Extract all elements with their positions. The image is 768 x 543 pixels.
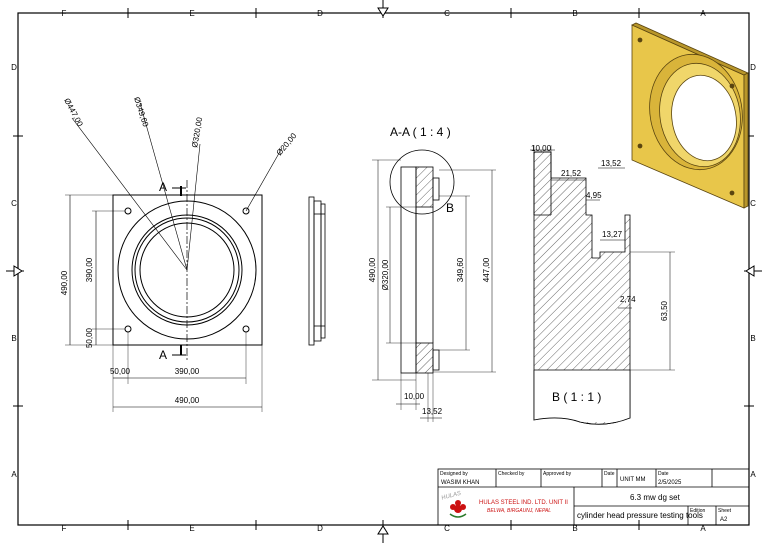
tb-sheet-label: Sheet [718, 508, 732, 514]
zone-left-4: A [11, 470, 17, 479]
dim-d349: Ø349,60 [132, 96, 150, 128]
flange-plate [112, 194, 263, 346]
zone-right-3: B [750, 334, 755, 343]
dim-outer: 447,00 [482, 257, 491, 282]
side-view [308, 196, 326, 346]
bolt-hole [124, 325, 132, 333]
front-view [65, 102, 283, 412]
tb-sheet-value: A2 [720, 517, 728, 523]
zone-right-1: D [750, 63, 756, 72]
tb-checked-label: Checked by [498, 471, 525, 477]
tb-edition-label: Edition [690, 508, 706, 514]
logo-text: HULAS [441, 491, 462, 502]
dim-width-inner: 390,00 [175, 367, 200, 376]
section-view [372, 149, 496, 422]
tb-approved-label: Approved by [543, 471, 572, 477]
title-block-text: Designed by WASIM KHAN Checked by Approv… [440, 471, 732, 523]
dim-total-height: 490,00 [368, 257, 377, 282]
zone-top-1: F [62, 9, 67, 18]
zone-left-1: D [11, 63, 17, 72]
zone-right-4: A [750, 470, 756, 479]
tb-unit: UNIT MM [620, 477, 646, 483]
zone-bottom-3: D [317, 524, 323, 533]
detail-dim-4: 4,95 [586, 191, 602, 200]
dim-lip: 13,52 [422, 407, 443, 416]
zone-bottom-5: B [572, 524, 577, 533]
tb-project: 6.3 mw dg set [630, 493, 681, 502]
dim-height-outer: 490,00 [60, 270, 69, 295]
bolt-hole [242, 207, 250, 215]
section-label-bottom: A [159, 348, 167, 362]
title-block [437, 468, 750, 526]
zone-left-3: B [11, 334, 16, 343]
zone-left-2: C [11, 199, 17, 208]
zone-ticks [13, 8, 754, 530]
center-marks [6, 0, 762, 543]
dim-inner: 349,60 [456, 257, 465, 282]
dim-height-inner: 390,00 [85, 257, 94, 282]
detail-dim-2: 21,52 [561, 169, 582, 178]
bolt-hole [242, 325, 250, 333]
tb-date-value: 2/5/2025 [658, 480, 682, 486]
dim-bore: Ø320,00 [381, 259, 390, 290]
tb-date-label: Date [604, 471, 615, 477]
dim-width-outer: 490,00 [175, 396, 200, 405]
detail-title: B ( 1 : 1 ) [552, 390, 601, 404]
zone-top-3: D [317, 9, 323, 18]
dim-d447: Ø447,00 [62, 97, 85, 129]
tb-designed-value: WASIM KHAN [441, 480, 479, 486]
zone-bottom-1: F [62, 524, 67, 533]
dim-offset-bottom: 50,00 [85, 327, 94, 348]
tb-company-line2: BELWA, BIRGAUNJ, NEPAL [487, 508, 551, 514]
section-label-top: A [159, 180, 167, 194]
detail-callout: B [446, 201, 454, 215]
bolt-hole [124, 207, 132, 215]
detail-dim-7: 63,50 [660, 300, 669, 321]
isometric-view [631, 22, 749, 209]
detail-view [530, 145, 675, 425]
zone-bottom-6: A [700, 524, 706, 533]
company-logo: HULAS [441, 491, 467, 518]
zone-top-4: C [444, 9, 450, 18]
dim-d20: Ø20,00 [275, 131, 299, 157]
dim-flange: 10,00 [404, 392, 425, 401]
section-title: A-A ( 1 : 4 ) [390, 125, 451, 139]
dim-offset-left: 50,00 [110, 367, 131, 376]
detail-dim-5: 13,27 [602, 230, 623, 239]
tb-drawing-title: cylinder head pressure testing tools [577, 511, 703, 520]
detail-dim-3: 13,52 [601, 159, 622, 168]
detail-view-labels: B ( 1 : 1 ) 10,00 21,52 13,52 4,95 13,27… [531, 144, 669, 404]
zone-top-6: A [700, 9, 706, 18]
section-view-labels: A-A ( 1 : 4 ) B 490,00 Ø320,00 349,60 44… [368, 125, 491, 416]
zone-top-2: E [189, 9, 194, 18]
zone-labels-side: D C B A D C B A [11, 63, 756, 479]
zone-top-5: B [572, 9, 577, 18]
detail-dim-1: 10,00 [531, 144, 552, 153]
dim-d320: Ø320,00 [190, 116, 204, 148]
tb-designed-label: Designed by [440, 471, 468, 477]
zone-right-2: C [750, 199, 756, 208]
zone-labels-bottom: F E D C B A [62, 524, 707, 533]
zone-labels-top: F E D C B A [62, 9, 707, 18]
tb-company-line1: HULAS STEEL IND. LTD. UNIT II [479, 500, 568, 506]
detail-dim-6: 2,74 [620, 295, 636, 304]
tb-date-label-2: Date [658, 471, 669, 477]
zone-bottom-2: E [189, 524, 194, 533]
zone-bottom-4: C [444, 524, 450, 533]
